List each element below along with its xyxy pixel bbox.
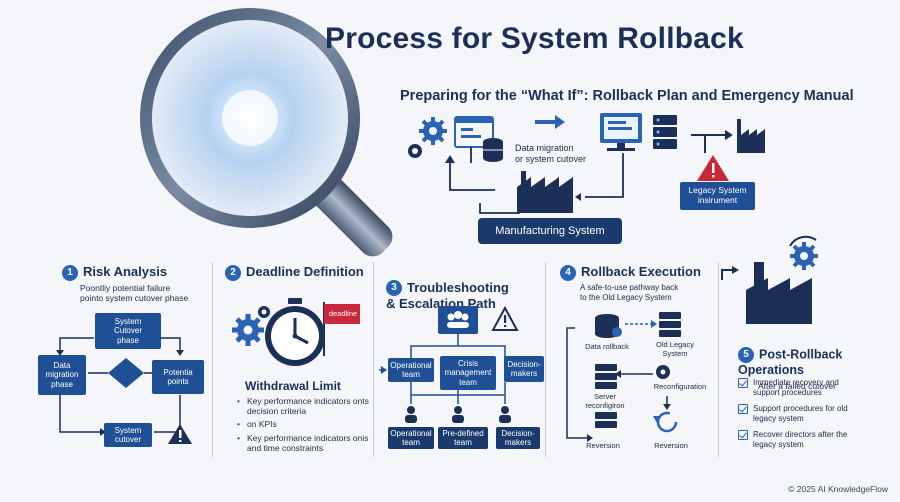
warning-icon	[697, 155, 729, 181]
factory-icon	[737, 119, 765, 153]
step-number-1: 1	[62, 264, 78, 281]
rollback-diagram	[566, 312, 681, 442]
reconfiguration-label: Reconfiguration	[653, 382, 707, 391]
page-title: Process for System Rollback	[325, 22, 744, 55]
step-number-2: 2	[225, 264, 241, 281]
operational-team-bottom-box: Operational team	[388, 427, 434, 449]
back-arrow-icon	[721, 269, 734, 280]
divider-3	[545, 262, 546, 457]
divider-1	[212, 262, 213, 457]
gear-icon	[789, 235, 818, 270]
withdrawal-bullet: on KPIs	[236, 419, 371, 429]
footer-credit: © 2025 AI KnowledgeFlow	[788, 484, 888, 494]
server-reconfig-label: Server reconfigiron	[585, 392, 625, 410]
system-cutover-box: System cutover	[104, 423, 152, 447]
top-flow-diagram	[408, 113, 765, 214]
cutover-phase-box: System Cutover phase	[95, 313, 161, 349]
workflow-window-icon	[454, 116, 494, 148]
stopwatch-graphic	[232, 298, 360, 366]
page-subtitle: Preparing for the “What If”: Rollback Pl…	[400, 88, 854, 104]
migration-phase-box: Data migration phase	[38, 355, 86, 395]
step-number-4: 4	[560, 264, 576, 281]
migration-label: Data migration or system cutover	[515, 143, 587, 165]
reconfig-server-icon	[595, 364, 617, 389]
data-rollback-label: Data rollback	[585, 342, 629, 351]
predefined-team-box: Pre-defined team	[438, 427, 488, 449]
arrow-to-legacy-icon	[691, 130, 733, 153]
old-legacy-label: Old Legacy System	[656, 340, 694, 358]
risk-flowchart	[56, 337, 192, 444]
withdrawal-limit-heading: Withdrawal Limit	[245, 379, 341, 393]
deadline-flag-label: deadline	[328, 309, 358, 318]
decision-makers-bottom-box: Decision- makers	[496, 427, 540, 449]
operational-team-top-box: Operational team	[388, 358, 434, 382]
reversion-right-label: Reversion	[654, 441, 688, 450]
step-number-5: 5	[738, 347, 754, 363]
deadline-flag-icon	[323, 302, 360, 356]
checklist-item: Support procedures for old legacy system	[738, 404, 863, 423]
right-arrow-icon	[535, 115, 565, 129]
reversion-left-label: Reversion	[586, 441, 620, 450]
withdrawal-bullets: Key performance indicators onts decision…	[236, 396, 371, 456]
stopwatch-icon	[265, 298, 325, 366]
reversion-cycle-icon	[653, 411, 678, 433]
post-rollback-checklist: Immediate recovery and support procedure…	[738, 378, 863, 457]
legacy-system-box: Legacy System insirument	[680, 182, 755, 210]
database-icon	[483, 138, 503, 162]
database-rollback-icon	[595, 314, 622, 338]
reversion-server-icon	[595, 412, 617, 428]
withdrawal-bullet: Key performance indicators onis and time…	[236, 433, 371, 453]
crisis-team-box: Crisis management team	[440, 356, 496, 390]
legacy-server-icon	[659, 312, 681, 337]
checklist-item: Immediate recovery and support procedure…	[738, 378, 863, 397]
computer-icon	[600, 113, 642, 151]
warning-icon	[491, 305, 519, 331]
connector-lines	[449, 147, 624, 214]
wrench-gear-icon	[656, 365, 670, 379]
checklist-item: Recover directors after the legacy syste…	[738, 430, 863, 449]
divider-4	[718, 262, 719, 457]
rollback-description: A safe-to-use pathway back to the Old Le…	[580, 282, 679, 302]
manufacturing-factory-icon	[517, 171, 573, 213]
potential-points-box: Potentia points	[152, 360, 204, 394]
divider-2	[373, 262, 374, 457]
escalation-diagram	[379, 305, 519, 423]
decision-diamond	[108, 358, 144, 388]
warning-icon	[168, 424, 192, 444]
factory-icon	[746, 262, 812, 324]
gear-icon	[232, 306, 270, 346]
manufacturing-system-box: Manufacturing System	[478, 218, 622, 244]
gears-icon	[408, 117, 447, 158]
magnifier-graphic	[140, 8, 393, 257]
person-icons	[405, 406, 511, 423]
withdrawal-bullet: Key performance indicators onts decision…	[236, 396, 371, 416]
decision-makers-top-box: Decision- makers	[504, 356, 544, 382]
team-icon	[438, 306, 478, 334]
server-icon	[653, 115, 677, 149]
risk-description: Poontliy potential failure pointo system…	[80, 282, 189, 304]
post-rollback-factory	[721, 235, 818, 324]
step-number-3: 3	[386, 280, 402, 297]
